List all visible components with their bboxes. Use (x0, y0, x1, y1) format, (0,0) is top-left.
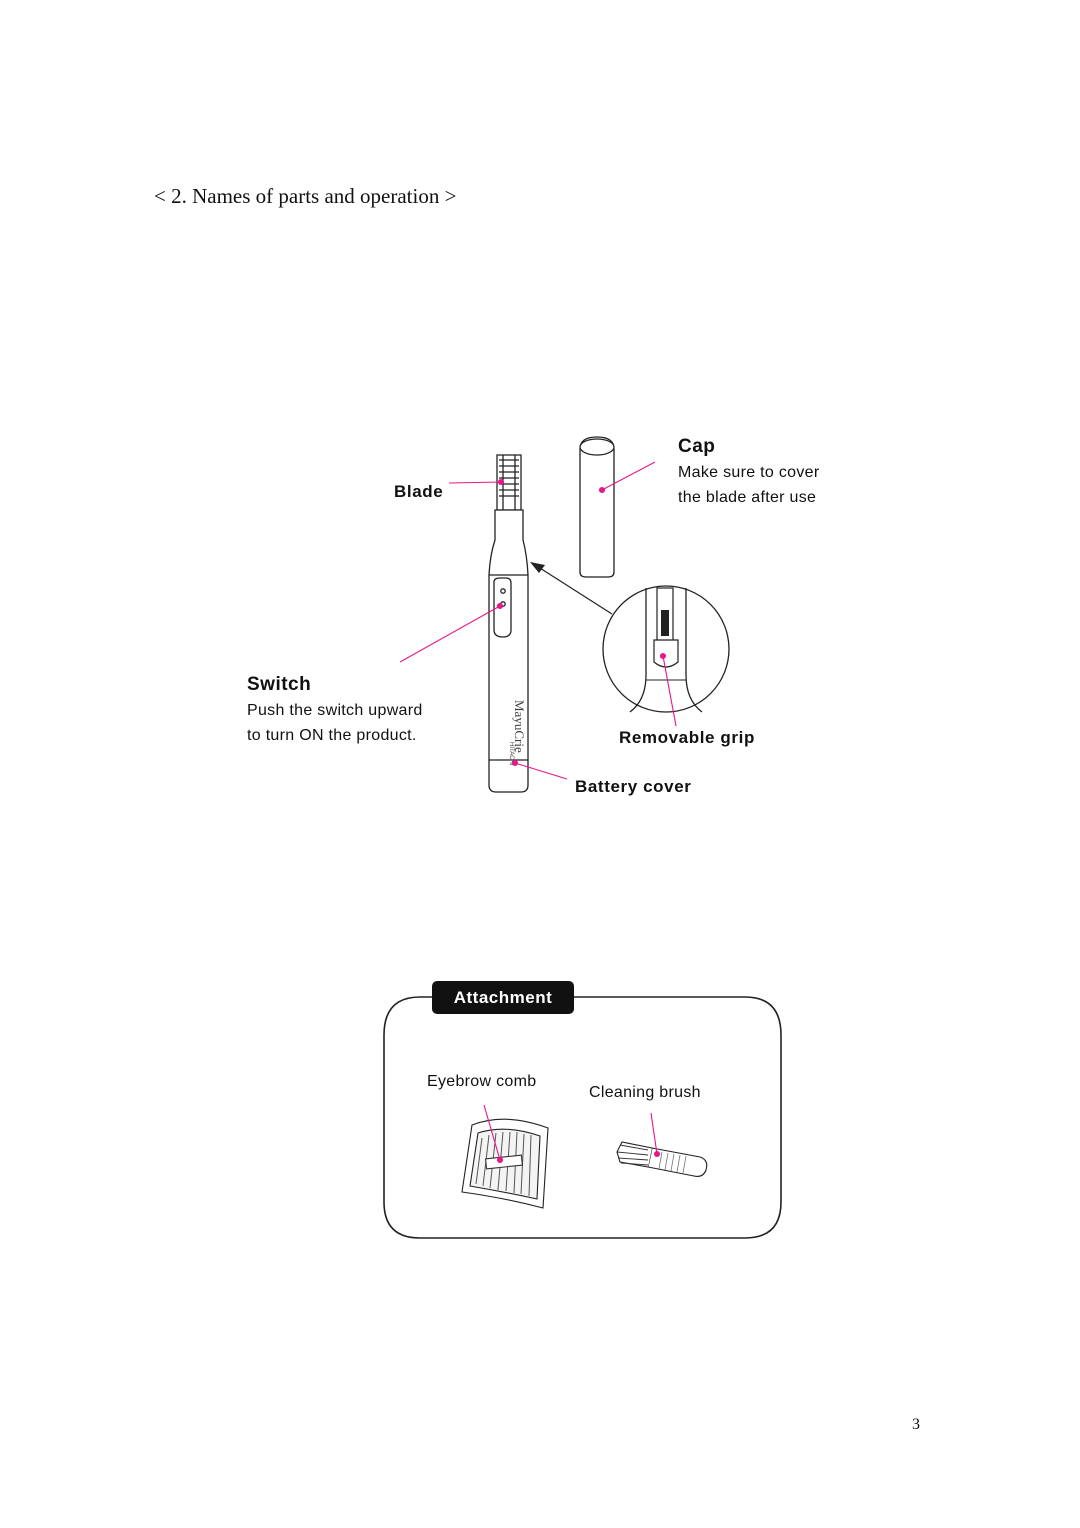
label-battery-cover: Battery cover (575, 777, 692, 796)
pointer-lines (399, 461, 677, 780)
label-blade: Blade (394, 482, 444, 501)
switch-description: Push the switch upward to turn ON the pr… (247, 698, 423, 748)
label-cap: Cap (678, 436, 716, 457)
attachment-box (383, 996, 782, 1239)
section-heading: < 2. Names of parts and operation > (154, 184, 457, 208)
cleaning-brush-illustration (616, 1141, 708, 1177)
cap-description: Make sure to cover the blade after use (678, 460, 819, 510)
cap-illustration (579, 436, 615, 578)
cap-desc-line-1: Make sure to cover (678, 464, 820, 481)
arrow-head-icon (530, 562, 545, 573)
trimmer-illustration (488, 454, 529, 793)
label-removable-grip: Removable grip (619, 728, 755, 747)
maker-marking: HITACHI (508, 742, 514, 766)
switch-desc-line-1: Push the switch upward (247, 702, 423, 719)
page-number: 3 (912, 1416, 920, 1433)
label-cleaning-brush: Cleaning brush (589, 1084, 701, 1101)
cap-desc-line-2: the blade after use (678, 489, 817, 506)
label-eyebrow-comb: Eyebrow comb (427, 1073, 537, 1090)
magnified-grip-detail (602, 585, 730, 713)
attachment-title: Attachment (432, 981, 574, 1014)
label-switch: Switch (247, 674, 312, 695)
brand-marking: MayuCrie (512, 700, 527, 753)
eyebrow-comb-illustration (461, 1118, 549, 1209)
attachment-pointers (483, 1104, 661, 1164)
switch-desc-line-2: to turn ON the product. (247, 727, 417, 744)
magnifier-arrow (531, 562, 613, 615)
